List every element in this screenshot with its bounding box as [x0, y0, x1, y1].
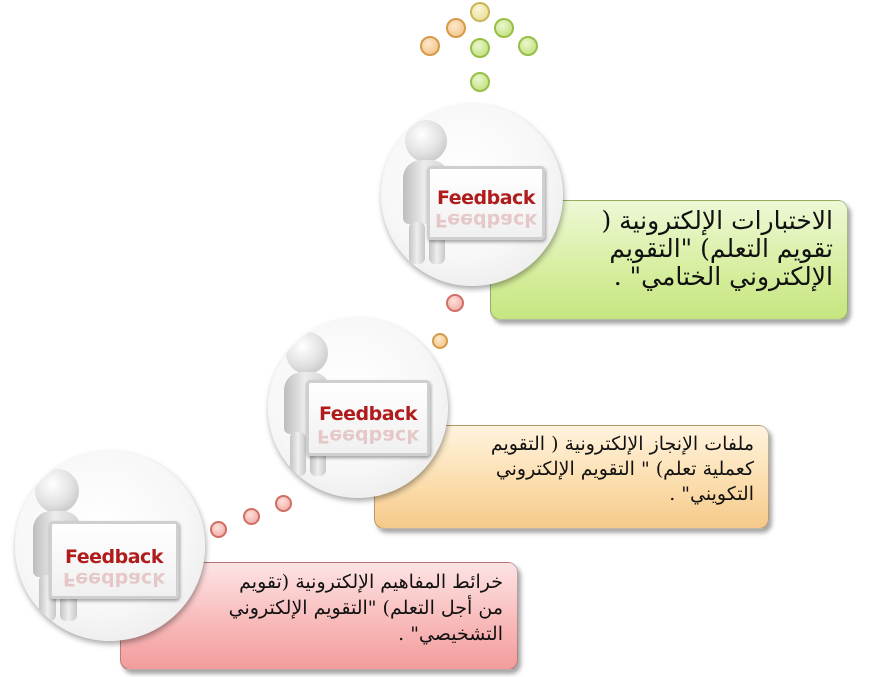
- dot-cluster-far-left: [420, 36, 440, 56]
- figure-head: [286, 332, 328, 374]
- connector-dot: [210, 521, 227, 538]
- feedback-label: Feedback: [437, 187, 535, 209]
- dot-cluster-top: [470, 2, 490, 22]
- stage-middle-box: ملفات الإنجاز الإلكترونية ( التقويم كعمل…: [374, 425, 769, 529]
- stage-bottom-box: خرائط المفاهيم الإلكترونية (تقويم من أجل…: [120, 562, 518, 670]
- connector-dot: [446, 294, 464, 312]
- feedback-board: Feedback Feedback: [306, 380, 430, 456]
- feedback-label-reflection: Feedback: [435, 209, 537, 231]
- stage-bottom-text: خرائط المفاهيم الإلكترونية (تقويم من أجل…: [228, 571, 503, 645]
- feedback-board: Feedback Feedback: [49, 521, 179, 599]
- dot-cluster-bottom: [470, 72, 490, 92]
- dot-cluster-far-right: [518, 36, 538, 56]
- stage-top-text: الاختبارات الإلكترونية ( تقويم التعلم) "…: [601, 206, 833, 291]
- feedback-label: Feedback: [65, 546, 163, 568]
- stage-middle-text: ملفات الإنجاز الإلكترونية ( التقويم كعمل…: [490, 433, 754, 505]
- stage-middle-circle: Feedback Feedback: [268, 318, 448, 498]
- figure-head: [405, 120, 447, 162]
- feedback-label-reflection: Feedback: [63, 568, 165, 590]
- stage-top-circle: Feedback Feedback: [381, 104, 563, 286]
- dot-cluster-left: [446, 18, 466, 38]
- connector-dot: [432, 333, 448, 349]
- connector-dot: [275, 495, 292, 512]
- feedback-board: Feedback Feedback: [427, 166, 545, 240]
- stage-top-box: الاختبارات الإلكترونية ( تقويم التعلم) "…: [490, 200, 848, 320]
- figure-leg: [290, 432, 306, 476]
- figure-leg: [409, 222, 425, 264]
- feedback-label-reflection: Feedback: [317, 425, 419, 447]
- connector-dot: [243, 508, 260, 525]
- dot-cluster-right: [494, 18, 514, 38]
- figure-head: [35, 469, 79, 513]
- dot-cluster-center: [470, 38, 490, 58]
- stage-bottom-circle: Feedback Feedback: [15, 451, 205, 641]
- feedback-label: Feedback: [319, 403, 417, 425]
